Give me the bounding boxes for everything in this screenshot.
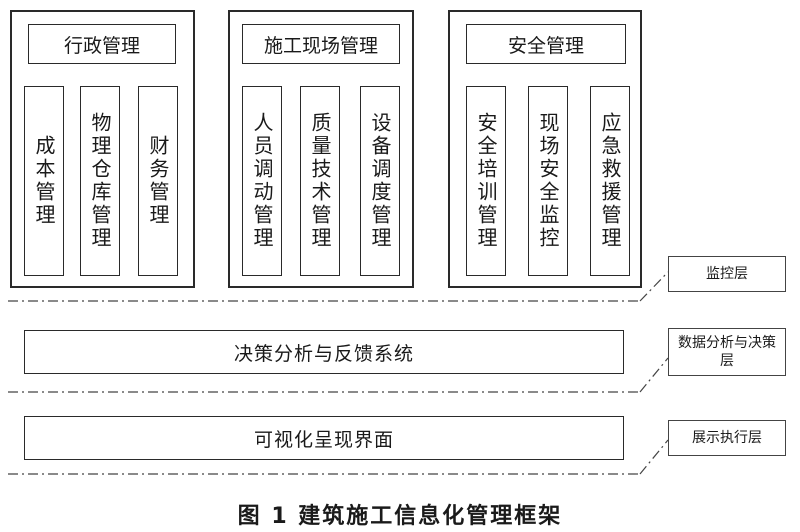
leader-monitor: [639, 271, 669, 302]
item-finance-management: 财务管理: [138, 86, 178, 276]
module-safety-title: 安全管理: [466, 24, 626, 64]
item-warehouse-management: 物理仓库管理: [80, 86, 120, 276]
item-cost-management: 成本管理: [24, 86, 64, 276]
item-emergency-rescue: 应急救援管理: [590, 86, 630, 276]
module-safety: 安全管理 安全培训管理 现场安全监控 应急救援管理: [448, 10, 642, 288]
layer-tag-monitor: 监控层: [668, 256, 786, 292]
module-admin-title: 行政管理: [28, 24, 176, 64]
leader-display: [639, 439, 669, 475]
layer-tag-analysis: 数据分析与决策层: [668, 328, 786, 376]
item-quality-management: 质量技术管理: [300, 86, 340, 276]
module-admin: 行政管理 成本管理 物理仓库管理 财务管理: [10, 10, 195, 288]
item-safety-training: 安全培训管理: [466, 86, 506, 276]
item-equipment-management: 设备调度管理: [360, 86, 400, 276]
layer-tag-display: 展示执行层: [668, 420, 786, 456]
leader-analysis: [639, 357, 669, 393]
figure-caption: 图 1 建筑施工信息化管理框架: [237, 504, 563, 529]
item-site-monitoring: 现场安全监控: [528, 86, 568, 276]
visual-interface: 可视化呈现界面: [24, 416, 624, 460]
decision-feedback-system: 决策分析与反馈系统: [24, 330, 624, 374]
module-site-title: 施工现场管理: [242, 24, 400, 64]
module-site: 施工现场管理 人员调动管理 质量技术管理 设备调度管理: [228, 10, 414, 288]
item-personnel-management: 人员调动管理: [242, 86, 282, 276]
